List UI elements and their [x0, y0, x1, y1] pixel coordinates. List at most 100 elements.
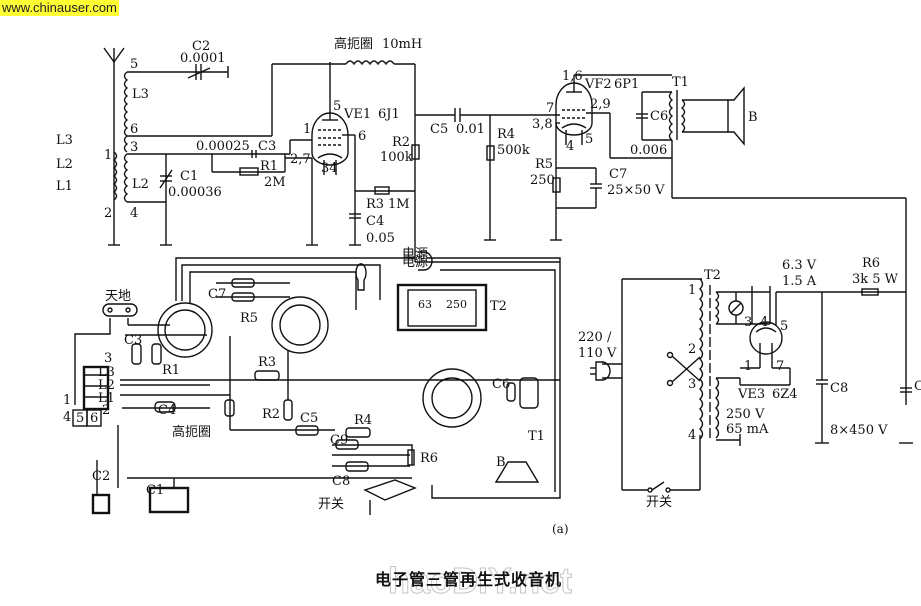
- label-VE3-7: 7: [776, 359, 784, 374]
- label-VE1-1: 1: [303, 122, 311, 137]
- label-C4-value: 0.05: [366, 231, 395, 246]
- label-L3: L3: [132, 87, 149, 102]
- svg-text:250: 250: [446, 298, 467, 311]
- label-C1: C1: [180, 169, 198, 184]
- label-ant-4: 4: [130, 206, 138, 221]
- label-ant-6: 6: [130, 122, 138, 137]
- label-lay-pin1: 1: [63, 393, 71, 408]
- label-lay-T1: T1: [528, 429, 545, 444]
- label-VE3-4: 4: [760, 315, 768, 330]
- label-VE1-34: 34: [321, 161, 338, 176]
- label-lay-R3: R3: [258, 355, 276, 370]
- label-R5: R5: [535, 157, 553, 172]
- label-R2-value: 100k: [380, 150, 413, 165]
- label-T2-1: 1: [688, 283, 696, 298]
- label-lay-power: 电源: [402, 247, 428, 262]
- label-lay-L2: L2: [98, 378, 115, 393]
- label-R5-value: 250: [530, 173, 555, 188]
- label-T2: T2: [704, 268, 721, 283]
- label-lay-pin2: 2: [102, 403, 110, 418]
- label-lay-pin4: 4: [63, 410, 71, 425]
- label-ant-2: 2: [104, 206, 112, 221]
- label-lay-C3: C3: [124, 333, 142, 348]
- label-coil-L2: L2: [56, 157, 73, 172]
- label-power-plug: 电源: [402, 255, 428, 270]
- label-L2: L2: [132, 177, 149, 192]
- label-lay-R1: R1: [162, 363, 180, 378]
- logo-watermark: haoDIY.net: [387, 560, 573, 602]
- label-VF2-7: 7: [546, 101, 554, 116]
- label-R2: R2: [392, 135, 410, 150]
- label-lay-R5: R5: [240, 311, 258, 326]
- label-C2-value: 0.0001: [180, 51, 226, 66]
- tube-VF2: [555, 75, 593, 145]
- label-C1-value: 0.00036: [168, 185, 222, 200]
- label-VE1-5: 5: [333, 99, 341, 114]
- figure-title: 电子管三管再生式收音机: [375, 570, 563, 589]
- label-B: B: [748, 110, 758, 125]
- label-C8: C8: [830, 381, 848, 396]
- label-lay-T2: T2: [490, 299, 507, 314]
- label-R6: R6: [862, 256, 880, 271]
- label-C7: C7: [609, 167, 627, 182]
- label-R4: R4: [497, 127, 515, 142]
- label-T1: T1: [672, 75, 689, 90]
- label-choke: 高扼圈: [334, 36, 373, 52]
- subfigure-label: (a): [552, 522, 569, 536]
- label-mains-1: 220 /: [578, 330, 612, 345]
- label-heater-1: 6.3 V: [782, 258, 817, 273]
- label-C6-value: 0.006: [630, 143, 667, 158]
- label-T2-3: 3: [688, 377, 696, 392]
- label-lay-R4: R4: [354, 413, 372, 428]
- label-VF2: VF2: [584, 77, 612, 92]
- label-lay-pin5: 5: [76, 411, 84, 426]
- label-VF2-4: 4: [566, 139, 574, 154]
- label-terminal-block: 天地: [105, 289, 131, 304]
- label-lay-C4: C4: [158, 403, 176, 418]
- label-lay-C7: C7: [208, 287, 226, 302]
- label-lay-switch: 开关: [318, 497, 344, 512]
- label-lay-pin3: 3: [104, 351, 112, 366]
- label-heater-2: 1.5 A: [782, 274, 817, 289]
- label-R3-value: 1M: [388, 197, 410, 212]
- label-switch-ps: 开关: [646, 495, 672, 510]
- label-R6-value: 3k 5 W: [852, 272, 899, 287]
- choke-10mH: [345, 60, 395, 66]
- watermark: www.chinauser.com: [0, 0, 119, 16]
- label-C4: C4: [366, 214, 384, 229]
- label-lay-R6: R6: [420, 451, 438, 466]
- label-C5: C5: [430, 122, 448, 137]
- label-mains-2: 110 V: [578, 346, 617, 361]
- label-R4-value: 500k: [497, 143, 530, 158]
- transformer-T1: [668, 91, 674, 141]
- coil-L1: [112, 151, 118, 201]
- label-VE3-type: 6Z4: [772, 387, 798, 402]
- label-lay-L1: L1: [98, 391, 115, 406]
- label-lay-L3: L3: [98, 365, 115, 380]
- label-C8-value: 8×450 V: [830, 423, 888, 438]
- label-R1: R1: [260, 159, 278, 174]
- label-VF2-5: 5: [585, 132, 593, 147]
- wiring-layout: 63 250: [72, 251, 561, 515]
- label-R1-value: 2M: [264, 175, 286, 190]
- label-VE1-27: 2,7: [290, 152, 311, 167]
- svg-text:63: 63: [418, 298, 432, 311]
- label-lay-C2: C2: [92, 469, 110, 484]
- label-VF2-38: 3,8: [532, 117, 553, 132]
- label-T2-secondary: 250 V: [726, 407, 765, 422]
- label-coil-L3: L3: [56, 133, 73, 148]
- label-lay-C1: C1: [146, 483, 164, 498]
- label-lay-C8: C8: [332, 474, 350, 489]
- power-supply: [590, 278, 913, 493]
- label-T2-2: 2: [688, 342, 696, 357]
- label-ant-5: 5: [130, 57, 138, 72]
- label-C2: C2: [192, 39, 210, 54]
- label-C5-value: 0.01: [456, 122, 485, 137]
- label-lay-choke: 高扼圈: [172, 424, 211, 440]
- coil-L3: [123, 71, 129, 153]
- label-ant-3: 3: [130, 140, 138, 155]
- transformer-T2-primary: [699, 278, 704, 440]
- antenna: [103, 47, 125, 246]
- label-VE3-5: 5: [780, 319, 788, 334]
